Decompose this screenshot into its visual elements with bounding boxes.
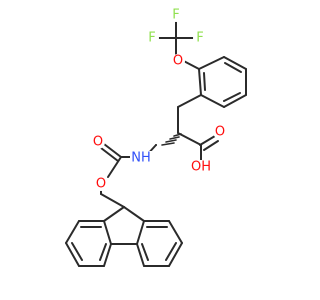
left-ring-2 xyxy=(65,220,80,244)
ring-bond-4 xyxy=(223,94,247,108)
atom-f-right: F xyxy=(196,31,203,46)
bond-carbonyl-o-ester xyxy=(107,156,122,178)
atom-oh-acid: OH xyxy=(191,160,211,175)
bond-carbonyl-o-1 xyxy=(103,143,122,158)
bond-carbonyl-o-2 xyxy=(100,147,119,162)
atom-labels: F F F O O OH NH O O xyxy=(91,8,227,192)
side-chain xyxy=(177,94,219,163)
left-ring-3 xyxy=(65,242,80,267)
label-bg-o-ether xyxy=(171,54,185,68)
left-ring-double-c xyxy=(99,243,107,261)
hash-4 xyxy=(161,142,175,146)
label-bg-f-left xyxy=(145,31,159,45)
label-bg-nh xyxy=(130,151,153,165)
stereo-hashed-bond xyxy=(155,133,182,146)
ring-double-bond-a xyxy=(224,62,242,73)
right-ring-5 xyxy=(136,243,145,267)
ring-bond-2 xyxy=(223,56,247,70)
label-bg-o-ester-carbamate xyxy=(94,177,108,191)
trifluoromethyl-group xyxy=(156,18,196,58)
right-ring-3 xyxy=(168,242,183,267)
atom-f-left: F xyxy=(148,31,155,46)
bond-carboxyl-o-1 xyxy=(199,135,216,146)
phenyl-ring-upper xyxy=(198,56,247,108)
fluorenyl-group xyxy=(65,206,183,267)
ring-double-bond-b xyxy=(223,92,241,102)
ring-double-bond-c xyxy=(203,72,206,91)
right-ring-2 xyxy=(168,220,183,244)
fluorene-ring5-d xyxy=(136,220,145,245)
label-bg-f-right xyxy=(193,31,207,45)
atom-o-ether: O xyxy=(173,54,183,69)
atom-o-carbonyl-acid: O xyxy=(215,125,225,140)
ring-bond-6 xyxy=(198,68,202,96)
hash-3 xyxy=(165,139,177,143)
hash-1 xyxy=(173,133,182,137)
label-bg-f-top xyxy=(169,8,183,22)
label-bg-oh-acid xyxy=(189,160,213,174)
bond-alpha-c-carboxyl xyxy=(177,132,202,146)
ring-bond-1 xyxy=(198,56,225,70)
bond-ch2-fluorenyl xyxy=(100,193,125,208)
ring-bond-5 xyxy=(200,94,225,108)
bond-ring-ch2 xyxy=(177,94,202,108)
fluorene-ring5-c xyxy=(103,220,112,245)
fluorene-ring5-a xyxy=(103,206,125,222)
atom-f-top: F xyxy=(172,8,179,23)
atom-o-ester-carbamate: O xyxy=(96,177,106,192)
atom-nh: NH xyxy=(131,151,151,166)
molecule-diagram: F F F O O OH NH O O xyxy=(65,8,247,267)
left-ring-double-b xyxy=(71,242,83,261)
right-ring-double-c xyxy=(141,243,149,261)
hash-2 xyxy=(169,136,180,140)
fluorene-ring5-b xyxy=(123,206,145,222)
bond-carboxyl-o-2 xyxy=(203,140,219,151)
label-bg-o-carbonyl-acid xyxy=(213,125,227,139)
label-bg-o-carbonyl-carbamate xyxy=(91,135,105,149)
right-ring-double-b xyxy=(165,242,177,261)
left-ring-5 xyxy=(103,243,112,267)
atom-o-carbonyl-carbamate: O xyxy=(93,135,103,150)
